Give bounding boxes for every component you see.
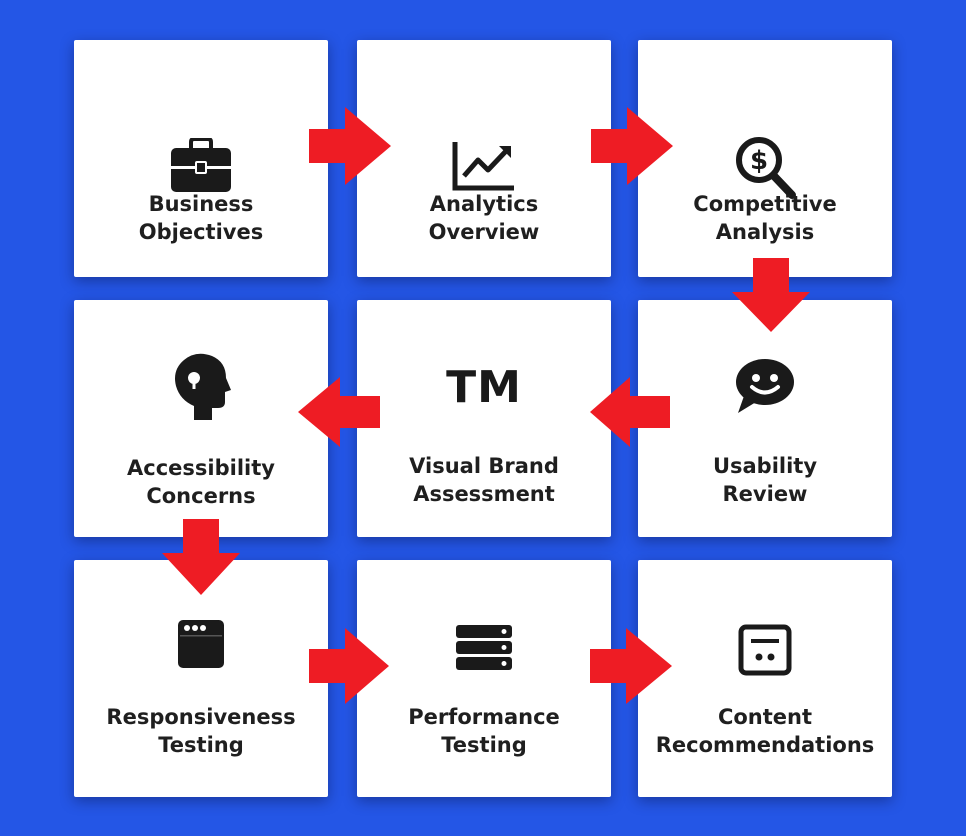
step-business-objectives: Business Objectives xyxy=(74,40,328,277)
step-competitive-analysis: $ Competitive Analysis xyxy=(638,40,892,277)
step-label: Visual Brand Assessment xyxy=(409,454,559,506)
server-icon xyxy=(455,624,513,672)
step-visual-brand-assessment: TM Visual Brand Assessment xyxy=(357,300,611,537)
step-accessibility-concerns: Accessibility Concerns xyxy=(74,300,328,537)
step-content-recommendations: Content Recommendations xyxy=(638,560,892,797)
step-label: Responsiveness Testing xyxy=(106,705,296,757)
head-profile-icon xyxy=(170,352,232,422)
arrow-left-1 xyxy=(590,377,670,447)
trademark-icon: TM xyxy=(446,362,522,413)
arrow-right-2 xyxy=(591,107,673,185)
arrow-right-1 xyxy=(309,107,391,185)
arrow-down-1 xyxy=(732,258,810,332)
browser-window-icon xyxy=(176,618,226,670)
arrow-right-4 xyxy=(590,628,672,704)
arrow-down-2 xyxy=(162,519,240,595)
magnifier-dollar-icon: $ xyxy=(734,135,796,199)
step-label: Analytics Overview xyxy=(428,192,540,244)
line-chart-icon xyxy=(452,140,516,192)
step-analytics-overview: Analytics Overview xyxy=(357,40,611,277)
content-box-icon xyxy=(738,624,792,676)
svg-text:$: $ xyxy=(750,146,768,176)
step-label: Business Objectives xyxy=(138,192,264,244)
step-label: Competitive Analysis xyxy=(693,192,837,244)
step-label: Content Recommendations xyxy=(655,705,875,757)
arrow-right-3 xyxy=(309,628,389,704)
step-performance-testing: Performance Testing xyxy=(357,560,611,797)
step-label: Performance Testing xyxy=(408,705,560,757)
briefcase-icon xyxy=(170,138,232,194)
arrow-left-2 xyxy=(298,377,380,447)
step-label: Usability Review xyxy=(712,454,818,506)
step-usability-review: Usability Review xyxy=(638,300,892,537)
step-label: Accessibility Concerns xyxy=(127,456,275,508)
step-responsiveness-testing: Responsiveness Testing xyxy=(74,560,328,797)
smiley-chat-icon xyxy=(734,358,796,414)
